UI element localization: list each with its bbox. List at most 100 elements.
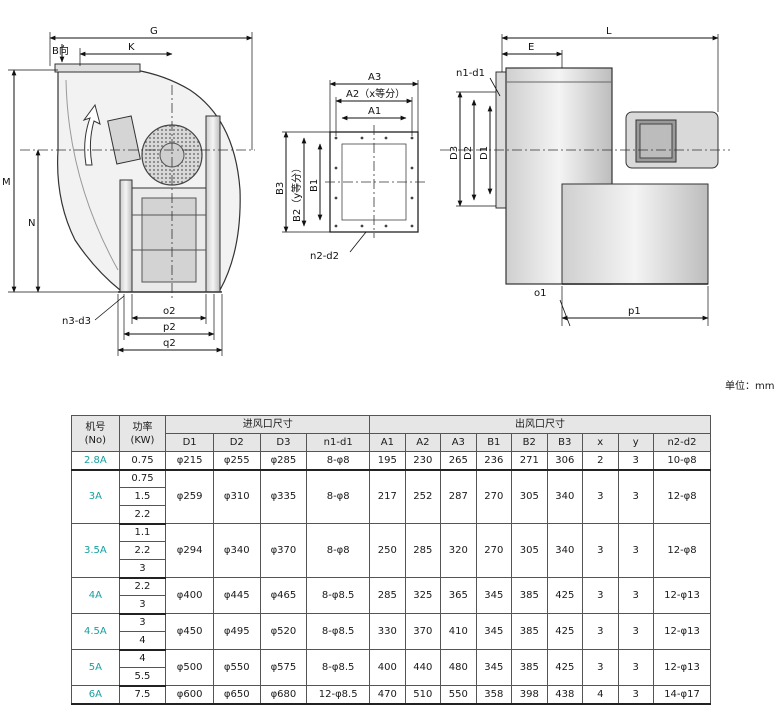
label-B-direction: B向 — [52, 44, 69, 57]
unit-label: 单位：mm — [725, 381, 775, 392]
front-view: E L n1-d1 D3 D2 D1 o1 p1 — [440, 26, 730, 327]
cell-b2: 271 — [511, 451, 548, 471]
cell-a3: 320 — [440, 523, 477, 578]
header-model-label: 机号 — [85, 421, 106, 433]
label-A3: A3 — [368, 72, 381, 83]
cell-n1d1: 8-φ8 — [306, 469, 371, 524]
cell-x: 3 — [582, 613, 619, 650]
cell-b3: 438 — [546, 685, 584, 705]
cell-d1: φ500 — [165, 649, 214, 686]
support-base — [561, 183, 709, 285]
cell-power: 4 — [118, 631, 167, 651]
cell-a2: 510 — [404, 685, 442, 705]
cell-power: 7.5 — [118, 685, 167, 705]
cell-a3: 410 — [440, 613, 477, 650]
label-A2: A2（x等分） — [346, 87, 405, 100]
cell-power: 1.1 — [118, 523, 167, 542]
cell-b1: 345 — [475, 649, 513, 686]
label-D1: D1 — [479, 146, 490, 160]
cell-power: 2.2 — [118, 577, 167, 596]
header-outlet-col: B2 — [511, 433, 548, 452]
header-outlet-col: B3 — [546, 433, 584, 452]
label-D2: D2 — [463, 146, 474, 160]
label-N: N — [28, 218, 35, 229]
terminal-box — [107, 115, 141, 165]
cell-model: 2.8A — [71, 451, 120, 471]
header-power-sub: (KW) — [130, 434, 155, 446]
label-B3: B3 — [275, 182, 286, 195]
label-A1: A1 — [368, 106, 381, 117]
frame-right-post — [205, 115, 221, 293]
side-view: G B向 K M N n3-d3 o2 p2 q2 — [2, 26, 255, 356]
label-B2: B2（y等分） — [290, 163, 303, 222]
outlet-flange-view: A3 A2（x等分） A1 B3 B2（y等分） B1 n2-d2 — [275, 72, 425, 262]
cell-d1: φ259 — [165, 469, 214, 524]
cell-n1d1: 8-φ8.5 — [306, 577, 371, 614]
cell-d2: φ650 — [212, 685, 261, 705]
cell-d2: φ310 — [212, 469, 261, 524]
cell-n2d2: 10-φ8 — [652, 451, 712, 471]
cell-d2: φ255 — [212, 451, 261, 471]
cell-b2: 305 — [511, 523, 548, 578]
cell-b2: 385 — [511, 613, 548, 650]
header-inlet-col: D1 — [165, 433, 214, 452]
label-o1: o1 — [534, 288, 546, 299]
cell-n1d1: 12-φ8.5 — [306, 685, 371, 705]
cell-model: 6A — [71, 685, 120, 705]
cell-n2d2: 12-φ13 — [652, 613, 712, 650]
cell-x: 3 — [582, 649, 619, 686]
cell-model: 4A — [71, 577, 120, 614]
cell-n1d1: 8-φ8 — [306, 451, 371, 471]
label-G: G — [150, 26, 158, 37]
cell-d3: φ575 — [259, 649, 308, 686]
cell-b3: 306 — [546, 451, 584, 471]
cell-d2: φ550 — [212, 649, 261, 686]
cell-power: 2.2 — [118, 541, 167, 560]
cell-a2: 325 — [404, 577, 442, 614]
cell-model: 3.5A — [71, 523, 120, 578]
label-L: L — [606, 26, 612, 37]
cell-x: 3 — [582, 523, 619, 578]
cell-x: 4 — [582, 685, 619, 705]
cell-y: 3 — [617, 451, 654, 471]
table-row: 4 — [72, 631, 711, 651]
cell-power: 2.2 — [118, 505, 167, 525]
cell-d1: φ294 — [165, 523, 214, 578]
cell-a2: 285 — [404, 523, 442, 578]
cell-power: 4 — [118, 649, 167, 668]
cell-b3: 340 — [546, 469, 584, 524]
label-n2-d2: n2-d2 — [310, 251, 339, 262]
cell-power: 3 — [118, 595, 167, 615]
cell-a1: 400 — [369, 649, 406, 686]
cell-a3: 287 — [440, 469, 477, 524]
header-outlet-col: B1 — [475, 433, 513, 452]
cell-n2d2: 12-φ8 — [652, 523, 712, 578]
cell-b1: 270 — [475, 523, 513, 578]
cell-d3: φ465 — [259, 577, 308, 614]
cell-d3: φ335 — [259, 469, 308, 524]
cell-power: 5.5 — [118, 667, 167, 687]
cell-d1: φ215 — [165, 451, 214, 471]
cell-y: 3 — [617, 577, 654, 614]
cell-n2d2: 14-φ17 — [652, 685, 712, 705]
cell-power: 0.75 — [118, 451, 167, 471]
table-row: 3 — [72, 595, 711, 615]
header-outlet-col: A3 — [440, 433, 477, 452]
cell-a2: 230 — [404, 451, 442, 471]
label-p1: p1 — [628, 306, 641, 317]
cell-a3: 550 — [440, 685, 477, 705]
header-outlet-col: y — [617, 433, 654, 452]
cell-x: 3 — [582, 577, 619, 614]
cell-b2: 385 — [511, 577, 548, 614]
header-outlet-col: A1 — [369, 433, 406, 452]
cell-model: 4.5A — [71, 613, 120, 650]
cell-d3: φ520 — [259, 613, 308, 650]
cell-y: 3 — [617, 613, 654, 650]
cell-n1d1: 8-φ8 — [306, 523, 371, 578]
